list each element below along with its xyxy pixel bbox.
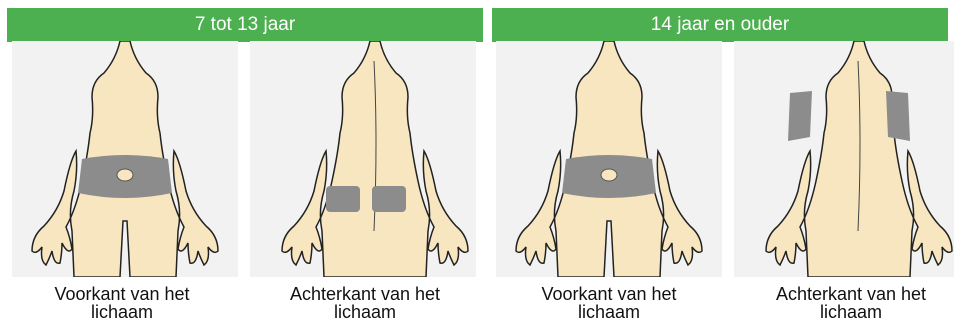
group-header-7-13: 7 tot 13 jaar [7,8,483,42]
injection-area-upper-arm-right [886,91,910,141]
caption-front-7-13: Voorkant van het lichaam [7,285,237,321]
caption-line-1: Voorkant van het [494,285,724,303]
group-14-plus: 14 jaar en ouder [492,8,948,42]
injection-area-buttock-right [372,186,406,212]
caption-line-2: lichaam [736,303,954,321]
caption-line-2: lichaam [494,303,724,321]
navel-icon [601,169,617,181]
injection-area-upper-arm-left [788,91,812,141]
caption-front-14-plus: Voorkant van het lichaam [494,285,724,321]
caption-back-7-13: Achterkant van het lichaam [250,285,480,321]
caption-line-2: lichaam [7,303,237,321]
panel-front-7-13 [12,41,238,277]
caption-line-1: Voorkant van het [7,285,237,303]
group-7-13: 7 tot 13 jaar [7,8,483,42]
injection-area-buttock-left [326,186,360,212]
body-back-figure [734,41,954,277]
body-back-figure [250,41,476,277]
body-front-figure [496,41,722,277]
caption-line-2: lichaam [250,303,480,321]
navel-icon [117,169,133,181]
body-front-figure [12,41,238,277]
caption-line-1: Achterkant van het [736,285,954,303]
group-header-14-plus: 14 jaar en ouder [492,8,948,42]
caption-back-14-plus: Achterkant van het lichaam [736,285,954,321]
panel-back-7-13 [250,41,476,277]
panel-front-14-plus [496,41,722,277]
caption-line-1: Achterkant van het [250,285,480,303]
panel-back-14-plus [734,41,954,277]
